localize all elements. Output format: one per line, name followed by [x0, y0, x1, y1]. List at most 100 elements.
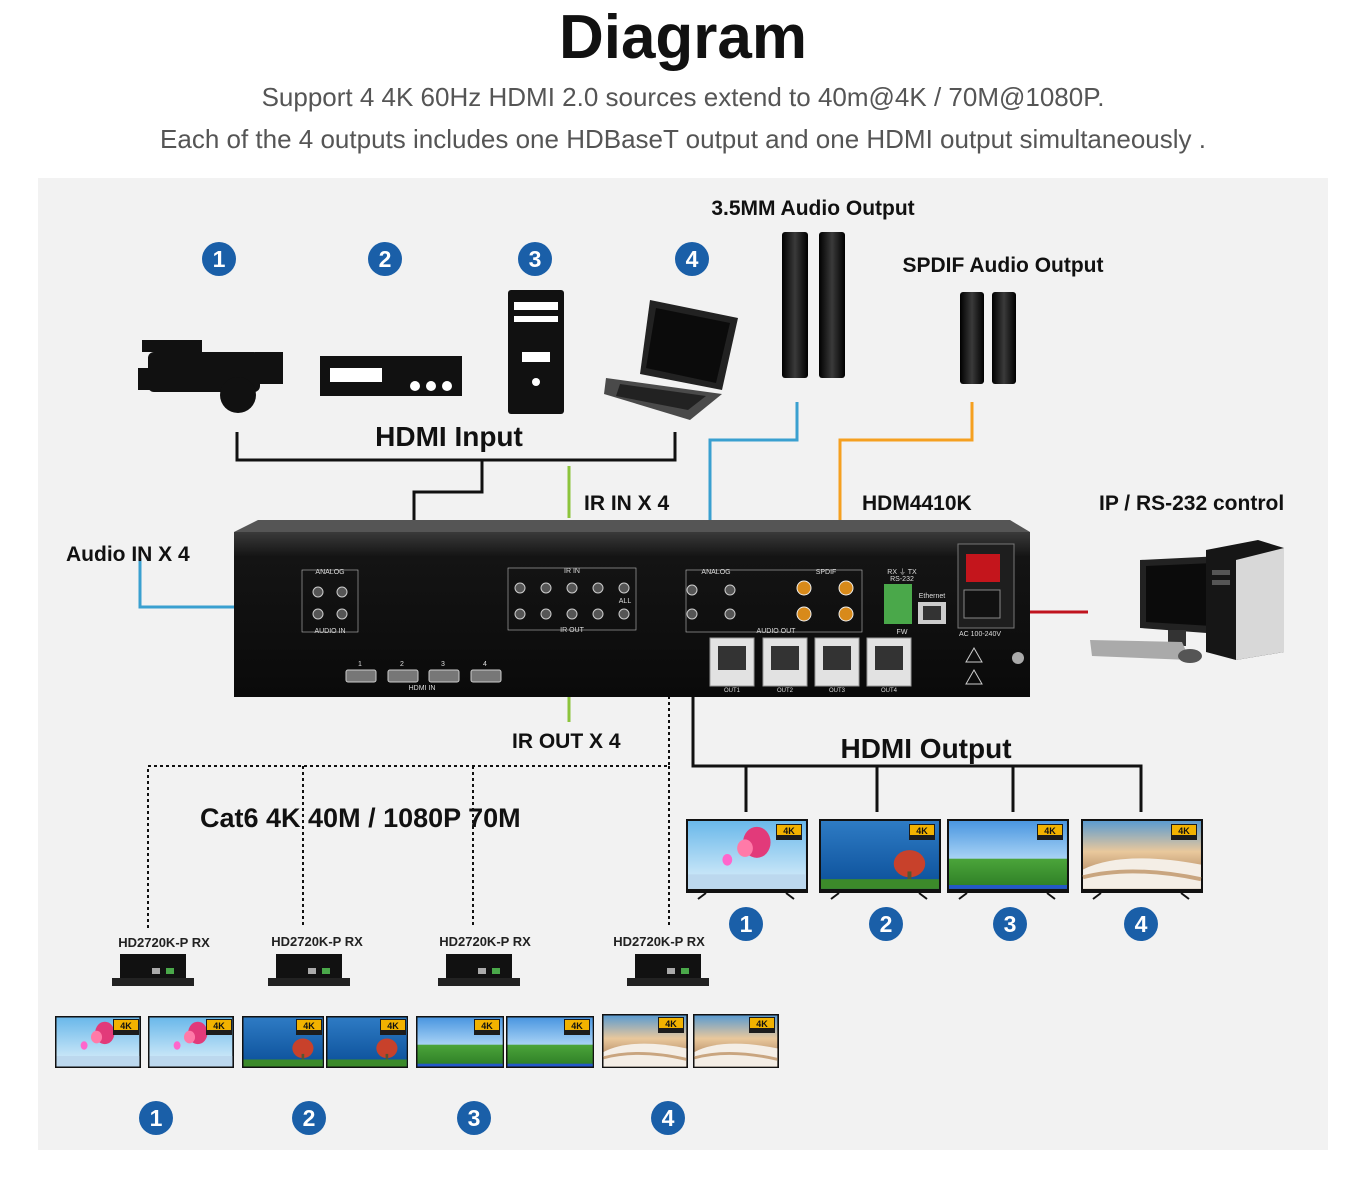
- source-number-badge-text: 2: [379, 246, 392, 272]
- hdbaset-port: OUT2: [762, 637, 808, 694]
- hdmi-in-port: 2: [387, 661, 419, 683]
- rs232-ethernet-ports: RX ⏚ TX RS-232 FW Ethernet: [884, 568, 946, 636]
- receiver-model-label: HD2720K-P RX: [613, 934, 705, 949]
- receiver-number-badge: 2: [292, 1101, 326, 1135]
- panel-label-rx-tx: RX ⏚ TX: [887, 568, 917, 576]
- panel-label-fw: FW: [897, 629, 908, 636]
- label-ir-in: IR IN X 4: [584, 492, 670, 515]
- tv-display: [819, 819, 941, 900]
- receiver-box-icon: [112, 954, 194, 986]
- panel-label-analog-out: ANALOG: [701, 569, 730, 576]
- receiver-boxes: [112, 954, 709, 986]
- label-ip-rs232-control: IP / RS-232 control: [1099, 492, 1284, 515]
- hdbaset-port-label: OUT2: [777, 688, 794, 694]
- page-title: Diagram: [558, 3, 808, 72]
- hdmi-in-port-label: 1: [358, 661, 362, 668]
- receiver-number-badge: 3: [457, 1101, 491, 1135]
- label-model: HDM4410K: [862, 492, 972, 515]
- source-number-badge-text: 1: [213, 246, 226, 272]
- media-player-icon: [320, 356, 462, 396]
- output-number-badge-text: 1: [740, 911, 753, 937]
- hdmi-in-port-label: 2: [400, 661, 404, 668]
- tv-display: [326, 1016, 408, 1068]
- output-number-badge: 2: [869, 907, 903, 941]
- hdmi-in-port: 4: [470, 661, 502, 683]
- receiver-box-icon: [627, 954, 709, 986]
- label-ir-out: IR OUT X 4: [512, 730, 621, 753]
- hdbaset-port-label: OUT3: [829, 688, 846, 694]
- hdmi-in-port: 3: [428, 661, 460, 683]
- receiver-number-badge: 1: [139, 1101, 173, 1135]
- panel-label-audio-out: AUDIO OUT: [757, 628, 797, 635]
- label-spdif-audio-output: SPDIF Audio Output: [902, 254, 1103, 277]
- source-number-badge: 3: [518, 242, 552, 276]
- header: Diagram Support 4 4K 60Hz HDMI 2.0 sourc…: [0, 0, 1366, 178]
- hdbaset-port: OUT1: [709, 637, 755, 694]
- source-number-badge: 4: [675, 242, 709, 276]
- tv-display: [947, 819, 1069, 900]
- output-number-badge: 1: [729, 907, 763, 941]
- panel-label-ethernet: Ethernet: [919, 593, 946, 600]
- subtitle-line-1: Support 4 4K 60Hz HDMI 2.0 sources exten…: [261, 82, 1105, 112]
- camcorder-icon: [138, 340, 283, 413]
- tv-display: [148, 1016, 234, 1068]
- receiver-box-icon: [438, 954, 520, 986]
- label-audio-in: Audio IN X 4: [66, 543, 190, 566]
- matrix-unit-hdm4410k: ANALOG AUDIO IN IR IN IR OUT ALL: [234, 520, 1030, 697]
- tv-display: [686, 819, 808, 900]
- hdmi-in-port-label: 4: [483, 661, 487, 668]
- hdbaset-port-label: OUT4: [881, 688, 898, 694]
- power-section: AC 100-240V: [957, 543, 1024, 685]
- hdbaset-output-ports: OUT1 OUT2 OUT3 OUT4: [709, 637, 912, 694]
- control-pc-icon: [1090, 540, 1284, 663]
- output-number-badge: 4: [1124, 907, 1158, 941]
- subtitle-line-2: Each of the 4 outputs includes one HDBas…: [160, 124, 1206, 154]
- hdbaset-port: OUT4: [866, 637, 912, 694]
- tv-display: [506, 1016, 594, 1068]
- receiver-model-label: HD2720K-P RX: [118, 935, 210, 950]
- output-number-badge-text: 3: [1004, 911, 1017, 937]
- label-cat6: Cat6 4K 40M / 1080P 70M: [200, 803, 521, 833]
- spdif-speaker-icon: [960, 292, 1016, 384]
- receiver-number-badges: 1 2 3 4: [139, 1101, 685, 1135]
- output-number-badge-text: 2: [880, 911, 893, 937]
- panel-label-spdif: SPDIF: [816, 569, 837, 576]
- panel-label-all: ALL: [619, 598, 632, 605]
- source-number-badge: 1: [202, 242, 236, 276]
- source-number-badges: 1 2 3 4: [202, 242, 709, 276]
- hdmi-in-port: 1: [345, 661, 377, 683]
- source-number-badge-text: 3: [529, 246, 542, 272]
- panel-label-ac: AC 100-240V: [959, 631, 1001, 638]
- receiver-number-badge-text: 1: [150, 1105, 163, 1131]
- receiver-number-badge-text: 4: [662, 1105, 675, 1131]
- panel-label-hdmi-in: HDMI IN: [409, 685, 436, 692]
- hdmi-in-port-label: 3: [441, 661, 445, 668]
- hdmi-output-tvs: [686, 819, 1203, 900]
- receiver-box-icon: [268, 954, 350, 986]
- receiver-tvs: [55, 1014, 779, 1069]
- audio-speaker-3-5mm-icon: [782, 232, 845, 378]
- audio-in-jacks: ANALOG AUDIO IN: [301, 569, 359, 635]
- hdmi-input-ports: 1 2 3 4: [345, 661, 502, 683]
- tv-display: [55, 1016, 141, 1068]
- output-number-badge-text: 4: [1135, 911, 1148, 937]
- output-number-badges: 1 2 3 4: [729, 907, 1158, 941]
- label-hdmi-input: HDMI Input: [375, 421, 523, 452]
- tv-display: [693, 1014, 779, 1069]
- panel-label-audio-in: AUDIO IN: [314, 628, 345, 635]
- label-hdmi-output: HDMI Output: [840, 733, 1011, 764]
- panel-label-ir-out: IR OUT: [560, 627, 584, 634]
- hdbaset-port-label: OUT1: [724, 688, 741, 694]
- audio-out-jacks: ANALOG AUDIO OUT SPDIF: [685, 569, 863, 635]
- ir-jacks: IR IN IR OUT ALL: [507, 567, 637, 634]
- label-3-5mm-audio-output: 3.5MM Audio Output: [711, 197, 914, 220]
- connection-lines: [138, 402, 1143, 928]
- receiver-model-label: HD2720K-P RX: [271, 934, 363, 949]
- panel-label-ir-in: IR IN: [564, 568, 580, 575]
- panel-label-rs232: RS-232: [890, 576, 914, 583]
- receiver-number-badge-text: 2: [303, 1105, 316, 1131]
- panel-label-analog: ANALOG: [315, 569, 344, 576]
- tv-display: [242, 1016, 324, 1068]
